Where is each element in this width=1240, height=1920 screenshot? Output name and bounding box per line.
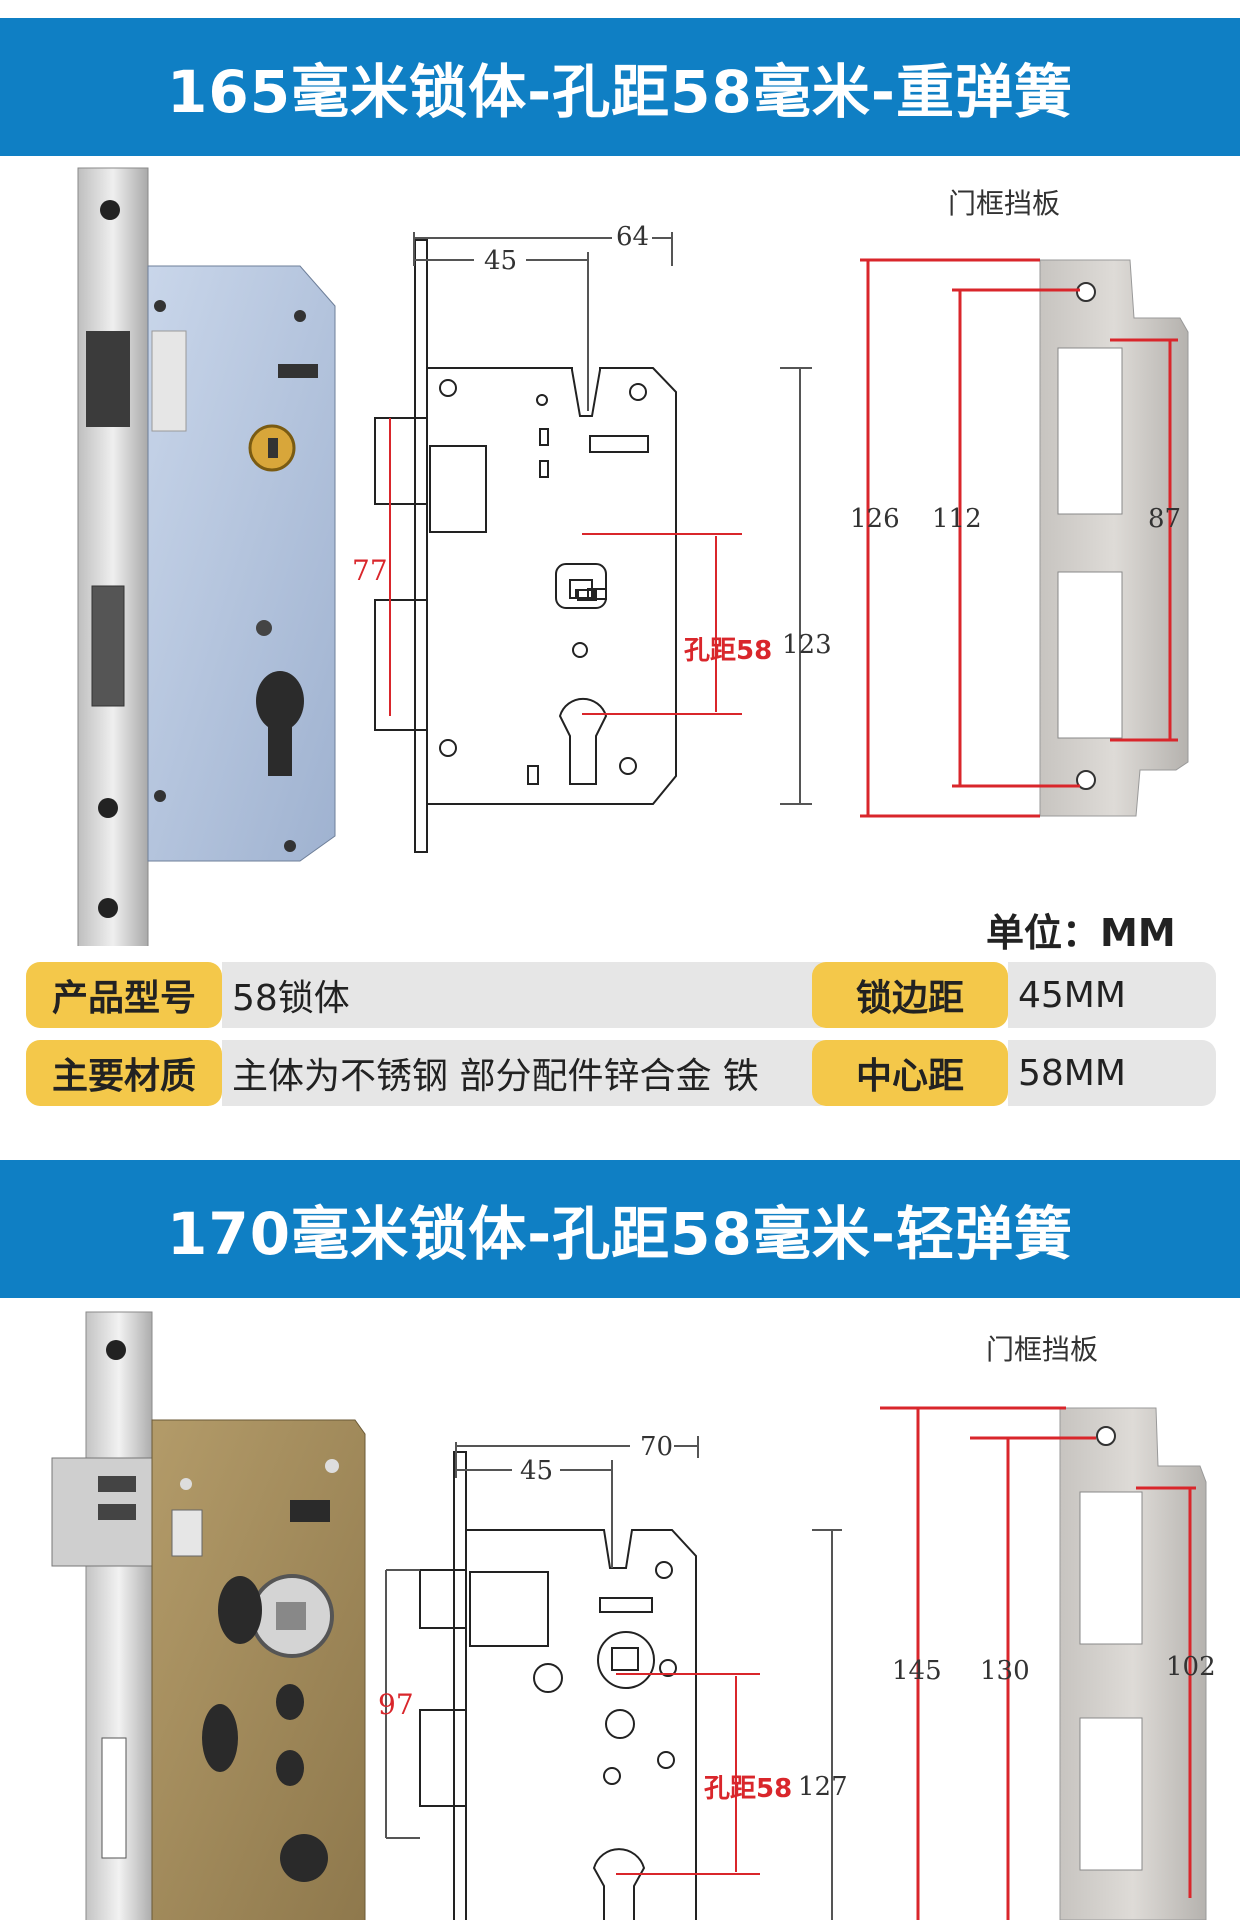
strike-dimension-lines: [860, 258, 1178, 818]
dim-top-total: 64: [616, 222, 650, 252]
section1-drawings: [77, 167, 1189, 946]
dim-side-red-2: 97: [378, 1688, 414, 1721]
dim-side-red: 77: [352, 554, 388, 587]
section2-drawings: [51, 1311, 1207, 1920]
strike-plate: [1039, 259, 1189, 817]
strike-plate-2: [1059, 1407, 1207, 1920]
dim-strike-inner: 87: [1148, 504, 1182, 534]
section2-banner: 170毫米锁体-孔距58毫米-轻弹簧: [0, 1160, 1240, 1298]
dim-strike-mid: 112: [932, 504, 982, 534]
dim-height: 123: [782, 630, 832, 660]
lock-body-photo: [77, 167, 336, 946]
lock-technical-drawing-2: [385, 1436, 842, 1920]
spec-material-value: 主体为不锈钢 部分配件锌合金 铁: [222, 1040, 834, 1106]
section1-title: 165毫米锁体-孔距58毫米-重弹簧: [167, 58, 1073, 126]
spec-model-value: 58锁体: [222, 962, 834, 1028]
spec-center-value: 58MM: [1008, 1040, 1216, 1106]
spec-model-label: 产品型号: [26, 962, 222, 1028]
section1-banner: 165毫米锁体-孔距58毫米-重弹簧: [0, 18, 1240, 156]
dim-strike-mid-2: 130: [980, 1656, 1030, 1686]
spec-backset-label: 锁边距: [812, 962, 1008, 1028]
section2-scene: 门框挡板 70 45 97 孔距58 127 145 130 102: [0, 1298, 1240, 1920]
dim-top-backset-2: 45: [520, 1456, 554, 1486]
section2-title: 170毫米锁体-孔距58毫米-轻弹簧: [167, 1200, 1073, 1268]
dim-hole-label-2: 孔距58: [704, 1774, 793, 1804]
spec-center-label: 中心距: [812, 1040, 1008, 1106]
lock-body-photo-2: [51, 1311, 366, 1920]
dim-hole-label: 孔距58: [684, 636, 773, 666]
dim-top-total-2: 70: [640, 1432, 674, 1462]
spec-backset-value: 45MM: [1008, 962, 1216, 1028]
spec-material-label: 主要材质: [26, 1040, 222, 1106]
strike-dimension-lines-2: [880, 1406, 1196, 1920]
dim-strike-inner-2: 102: [1166, 1652, 1216, 1682]
strike-caption: 门框挡板: [948, 187, 1061, 220]
dim-height-2: 127: [798, 1772, 848, 1802]
dim-strike-total: 126: [850, 504, 900, 534]
unit-label: 单位：MM: [986, 911, 1176, 955]
strike-caption-2: 门框挡板: [986, 1333, 1099, 1366]
spec-row-model: 产品型号 58锁体 锁边距 45MM: [26, 962, 1216, 1028]
dim-strike-total-2: 145: [892, 1656, 942, 1686]
spec-row-material: 主要材质 主体为不锈钢 部分配件锌合金 铁 中心距 58MM: [26, 1040, 1216, 1106]
section1-scene: 门框挡板 64 45 77 孔距58 123 126 112 87 单位：MM: [0, 156, 1240, 955]
dim-top-backset: 45: [484, 246, 518, 276]
lock-technical-drawing: [374, 232, 812, 853]
